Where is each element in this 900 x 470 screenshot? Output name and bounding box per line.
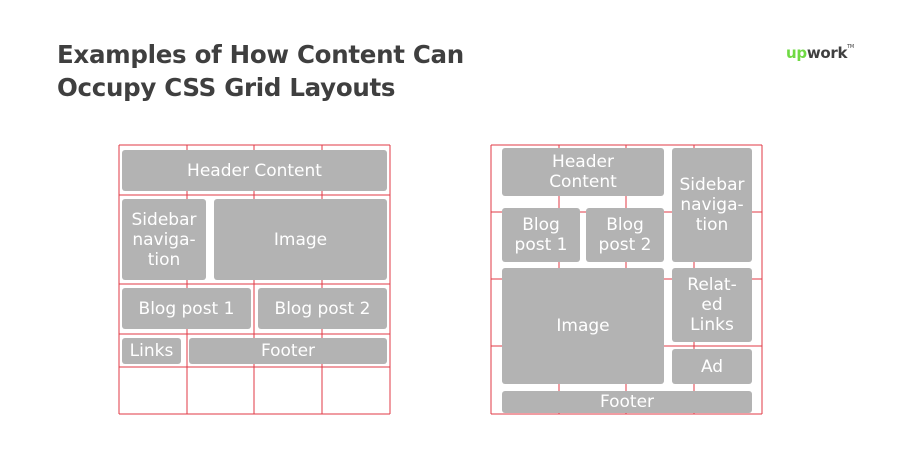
layout2-footer-block: Footer xyxy=(502,391,752,413)
logo-work: work xyxy=(806,44,848,62)
layout1-blog-post-2-block: Blog post 2 xyxy=(258,288,387,329)
layout1-footer-block: Footer xyxy=(189,338,387,364)
upwork-logo: upworkTM xyxy=(786,44,854,62)
layout1-image-block: Image xyxy=(214,199,387,280)
page-title: Examples of How Content Can Occupy CSS G… xyxy=(57,38,617,104)
layout2-header-block: Header Content xyxy=(502,148,664,196)
logo-tm: TM xyxy=(847,44,854,50)
layout2-sidebar-block: Sidebar naviga- tion xyxy=(672,148,752,262)
layout2-blog-post-2-block: Blog post 2 xyxy=(586,208,664,262)
layout1-links-block: Links xyxy=(122,338,181,364)
title-line-1: Examples of How Content Can xyxy=(57,40,464,69)
layout2-ad-block: Ad xyxy=(672,349,752,384)
layout2-image-block: Image xyxy=(502,268,664,384)
layout1-sidebar-block: Sidebar naviga- tion xyxy=(122,199,206,280)
title-line-2: Occupy CSS Grid Layouts xyxy=(57,73,396,102)
layout1-header-block: Header Content xyxy=(122,150,387,191)
layout2-related-links-block: Relat- ed Links xyxy=(672,268,752,342)
layout2-blog-post-1-block: Blog post 1 xyxy=(502,208,580,262)
layout1-blog-post-1-block: Blog post 1 xyxy=(122,288,251,329)
logo-up: up xyxy=(786,44,807,62)
